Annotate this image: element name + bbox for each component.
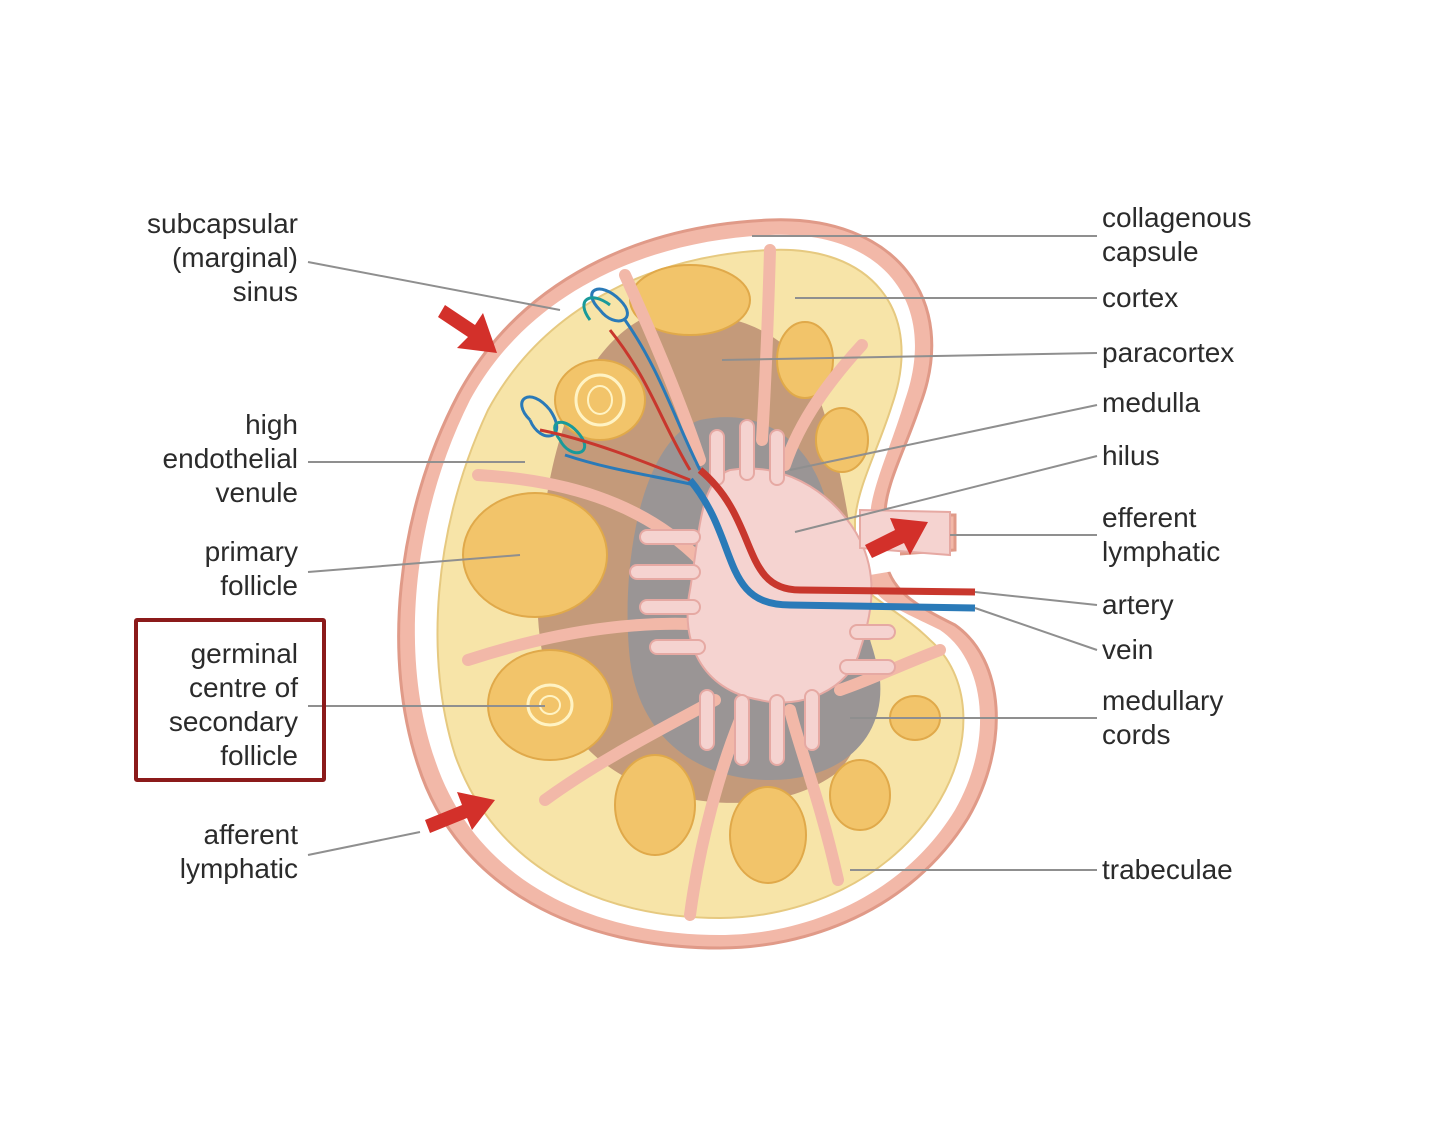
artery-vessel xyxy=(697,467,976,596)
label-high-endothelial-venule: high endothelial venule xyxy=(162,409,298,508)
follicle xyxy=(614,754,696,856)
germinal-centre xyxy=(574,373,626,427)
follicle xyxy=(776,321,834,399)
follicles xyxy=(462,264,941,884)
label-germinal-centre: germinal centre of secondary follicle xyxy=(168,638,298,771)
follicle xyxy=(554,359,646,441)
label-hilus: hilus xyxy=(1102,440,1160,471)
leader-lines xyxy=(307,235,1098,871)
highlight-box xyxy=(134,618,326,782)
label-primary-follicle: primary follicle xyxy=(204,536,298,601)
follicle xyxy=(829,759,891,831)
label-efferent-lymphatic: efferent lymphatic xyxy=(1102,502,1221,567)
primary-follicle xyxy=(462,492,608,618)
label-trabeculae: trabeculae xyxy=(1102,854,1233,885)
efferent-arrow xyxy=(865,518,928,558)
label-medulla: medulla xyxy=(1102,387,1201,418)
label-artery: artery xyxy=(1102,589,1174,620)
label-medullary-cords: medullary cords xyxy=(1102,685,1224,750)
label-vein: vein xyxy=(1102,634,1154,665)
label-subcapsular-sinus: subcapsular (marginal) sinus xyxy=(147,208,298,307)
germinal-centre-inner xyxy=(587,385,613,415)
label-collagenous-capsule: collagenous capsule xyxy=(1102,202,1252,267)
high-endothelial-venule xyxy=(520,287,702,487)
follicle xyxy=(729,786,807,884)
label-paracortex: paracortex xyxy=(1102,337,1235,368)
afferent-arrows xyxy=(425,305,497,833)
label-cortex: cortex xyxy=(1102,282,1179,313)
label-afferent-lymphatic: afferent lymphatic xyxy=(179,819,298,884)
vein-vessel xyxy=(687,477,976,612)
